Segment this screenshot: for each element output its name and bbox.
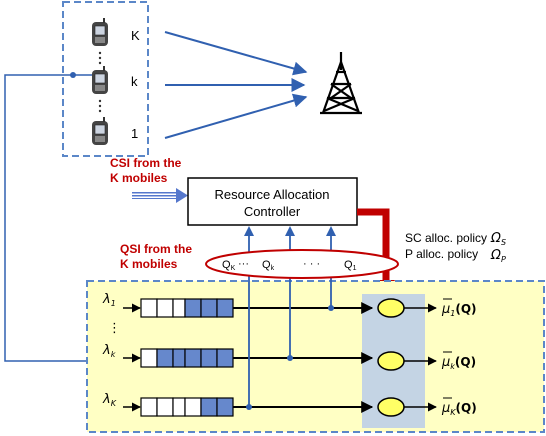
server-1 <box>377 298 405 318</box>
sc-policy-symbol: ΩS <box>490 231 506 247</box>
queue-buffer-1 <box>140 298 234 318</box>
controller-title-line2: Controller <box>244 204 301 219</box>
queue-buffer-K <box>140 397 234 417</box>
server-K <box>377 397 405 417</box>
uplink-arrow-1 <box>164 93 308 139</box>
queue-size-ellipse <box>205 249 399 279</box>
arrival-vdots: ⋮ <box>108 321 121 336</box>
mobile-label-k: k <box>131 74 138 89</box>
controller-title-line1: Resource Allocation <box>215 187 330 202</box>
queue-size-1: Q1 <box>344 259 357 272</box>
queue-size-k: Qk <box>262 259 275 272</box>
output-rate-k: μk(Q) <box>441 355 476 371</box>
mobile-queue-link-line <box>4 74 87 362</box>
output-rate-1: μ1(Q) <box>441 302 477 318</box>
csi-arrow-head <box>176 188 188 203</box>
csi-label-line2: K mobiles <box>110 171 168 185</box>
queue-dots-1: ··· <box>238 258 249 270</box>
mobile-phone-icon-k <box>92 66 108 94</box>
uplink-arrow-K <box>164 31 308 76</box>
mobile-phone-icon-1 <box>92 117 108 145</box>
arrival-lambda-k: λk <box>102 343 116 359</box>
mobile-label-1: 1 <box>131 126 138 141</box>
qsi-label-line1: QSI from the <box>120 242 192 256</box>
csi-arrow-shaft <box>132 192 178 199</box>
csi-label-line1: CSI from the <box>110 156 182 170</box>
output-rate-K: μK(Q) <box>441 401 477 417</box>
arrival-lambda-1: λ1 <box>102 292 116 308</box>
sc-policy-label: SC alloc. policy <box>405 231 487 245</box>
p-policy-symbol: ΩP <box>490 248 506 264</box>
resource-allocation-controller <box>187 177 358 226</box>
qsi-label-line2: K mobiles <box>120 257 178 271</box>
queue-size-K: QK <box>222 259 236 272</box>
queue-dots-2: · · · <box>303 258 320 270</box>
p-policy-label: P alloc. policy <box>405 247 478 261</box>
arrival-lambda-K: λK <box>102 392 117 408</box>
mobile-dots <box>98 51 102 113</box>
mobile-label-K: K <box>131 28 140 43</box>
queue-buffer-k <box>140 348 234 368</box>
mobile-phone-icon-K <box>92 18 108 46</box>
server-k <box>377 351 405 371</box>
base-station-tower-icon <box>320 52 362 115</box>
